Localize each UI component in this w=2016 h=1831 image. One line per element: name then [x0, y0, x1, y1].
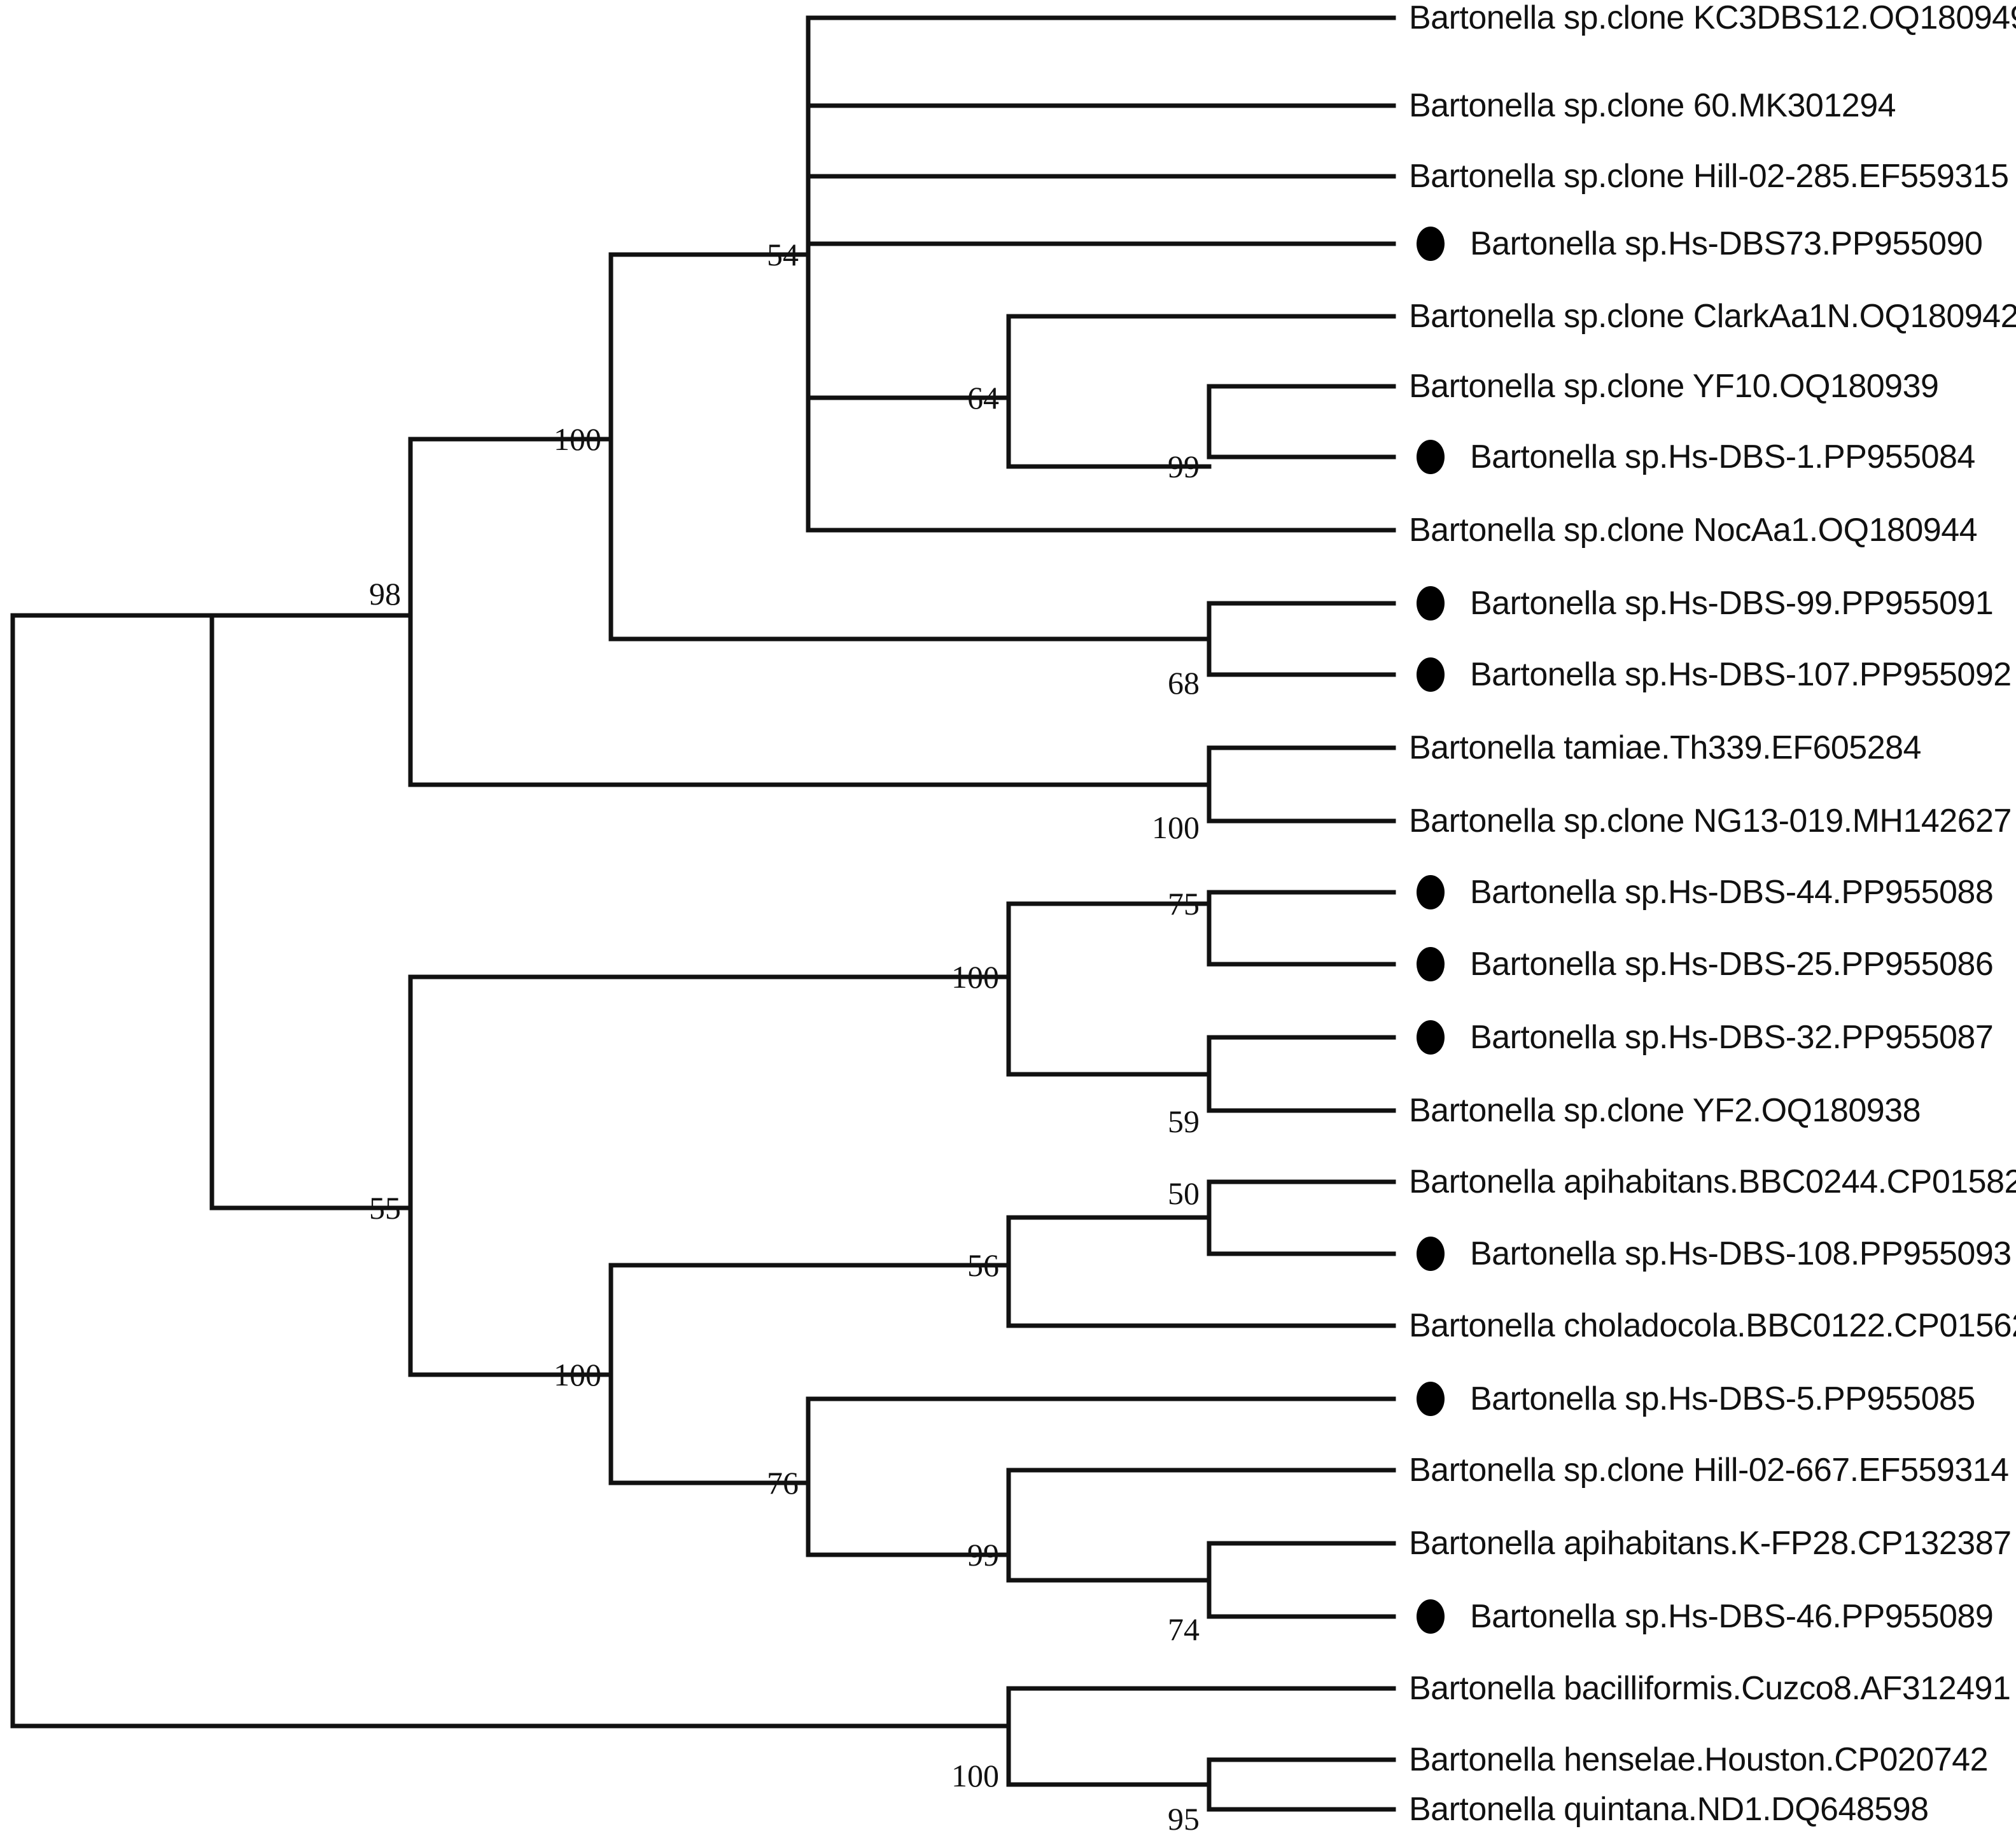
study-sequence-marker-dot	[1417, 1382, 1445, 1416]
taxon-label: Bartonella sp.clone YF2.OQ180938	[1409, 1092, 1921, 1129]
taxon-label: Bartonella sp.Hs-DBS-108.PP955093	[1470, 1235, 2012, 1272]
taxon-label: Bartonella sp.clone Hill-02-285.EF559315	[1409, 158, 2009, 195]
taxon-label: Bartonella bacilliformis.Cuzco8.AF312491	[1409, 1670, 2011, 1707]
taxon-label: Bartonella henselae.Houston.CP020742	[1409, 1741, 1989, 1778]
bootstrap-node-55: 55	[369, 1190, 401, 1226]
taxon-label: Bartonella sp.clone YF10.OQ180939	[1409, 368, 1939, 405]
bootstrap-node-59: 59	[1168, 1104, 1200, 1139]
bootstrap-node-74: 74	[1168, 1611, 1200, 1647]
study-sequence-marker-dot	[1417, 657, 1445, 692]
bootstrap-node-56: 56	[967, 1247, 999, 1283]
taxon-label: Bartonella sp.Hs-DBS-1.PP955084	[1470, 438, 1975, 475]
taxon-label: Bartonella apihabitans.K-FP28.CP132387	[1409, 1525, 2012, 1562]
study-sequence-marker-dot	[1417, 440, 1445, 474]
bootstrap-node-50: 50	[1168, 1175, 1200, 1211]
bootstrap-node-99-upper: 99	[1168, 449, 1200, 484]
taxon-label: Bartonella sp.clone ClarkAa1N.OQ180942	[1409, 298, 2016, 335]
branch-lines	[10, 15, 1396, 1812]
bootstrap-node-100-tamiae: 100	[1152, 810, 1200, 845]
bootstrap-node-54: 54	[767, 237, 799, 272]
study-sequence-marker-dot	[1417, 947, 1445, 981]
taxon-label: Bartonella choladocola.BBC0122.CP015625	[1409, 1307, 2016, 1344]
bootstrap-node-68: 68	[1168, 665, 1200, 701]
study-sequence-marker-dot	[1417, 1237, 1445, 1271]
bootstrap-node-75: 75	[1168, 886, 1200, 922]
study-sequence-marker-dot	[1417, 875, 1445, 909]
taxon-label: Bartonella sp.clone NG13-019.MH142627	[1409, 803, 2012, 839]
taxon-label: Bartonella sp.Hs-DBS73.PP955090	[1470, 225, 1983, 262]
bootstrap-node-98: 98	[369, 576, 401, 612]
bootstrap-node-76: 76	[767, 1465, 799, 1501]
taxon-label: Bartonella quintana.ND1.DQ648598	[1409, 1791, 1929, 1828]
study-sequence-marker-dot	[1417, 1020, 1445, 1055]
bootstrap-node-100-upper: 100	[554, 421, 601, 457]
taxon-label: Bartonella sp.Hs-DBS-44.PP955088	[1470, 874, 1994, 911]
bootstrap-node-100-lower: 100	[554, 1357, 601, 1393]
taxon-label: Bartonella sp.Hs-DBS-25.PP955086	[1470, 946, 1994, 983]
bootstrap-node-99-lower: 99	[967, 1537, 999, 1573]
bootstrap-node-100-outgroup: 100	[951, 1758, 999, 1793]
taxon-label: Bartonella sp.Hs-DBS-32.PP955087	[1470, 1019, 1994, 1056]
bootstrap-node-64: 64	[967, 380, 999, 416]
taxon-label: Bartonella apihabitans.BBC0244.CP015821	[1409, 1163, 2016, 1200]
taxon-label: Bartonella sp.clone Hill-02-667.EF559314	[1409, 1452, 2009, 1489]
taxon-label: Bartonella sp.clone 60.MK301294	[1409, 87, 1896, 124]
study-sequence-marker-dot	[1417, 586, 1445, 621]
study-sequence-marker-dot	[1417, 227, 1445, 261]
study-sequence-marker-dot	[1417, 1599, 1445, 1634]
taxon-label: Bartonella sp.Hs-DBS-107.PP955092	[1470, 656, 2012, 693]
taxon-label: Bartonella sp.Hs-DBS-5.PP955085	[1470, 1380, 1975, 1417]
taxon-label: Bartonella sp.Hs-DBS-99.PP955091	[1470, 585, 1994, 622]
taxon-label: Bartonella sp.clone NocAa1.OQ180944	[1409, 512, 1978, 549]
bootstrap-node-100-dbs44: 100	[951, 959, 999, 995]
bootstrap-node-95: 95	[1168, 1801, 1200, 1831]
taxon-label: Bartonella sp.Hs-DBS-46.PP955089	[1470, 1598, 1994, 1635]
taxon-label: Bartonella sp.clone KC3DBS12.OQ180949	[1409, 0, 2016, 36]
taxon-label: Bartonella tamiae.Th339.EF605284	[1409, 729, 1921, 766]
